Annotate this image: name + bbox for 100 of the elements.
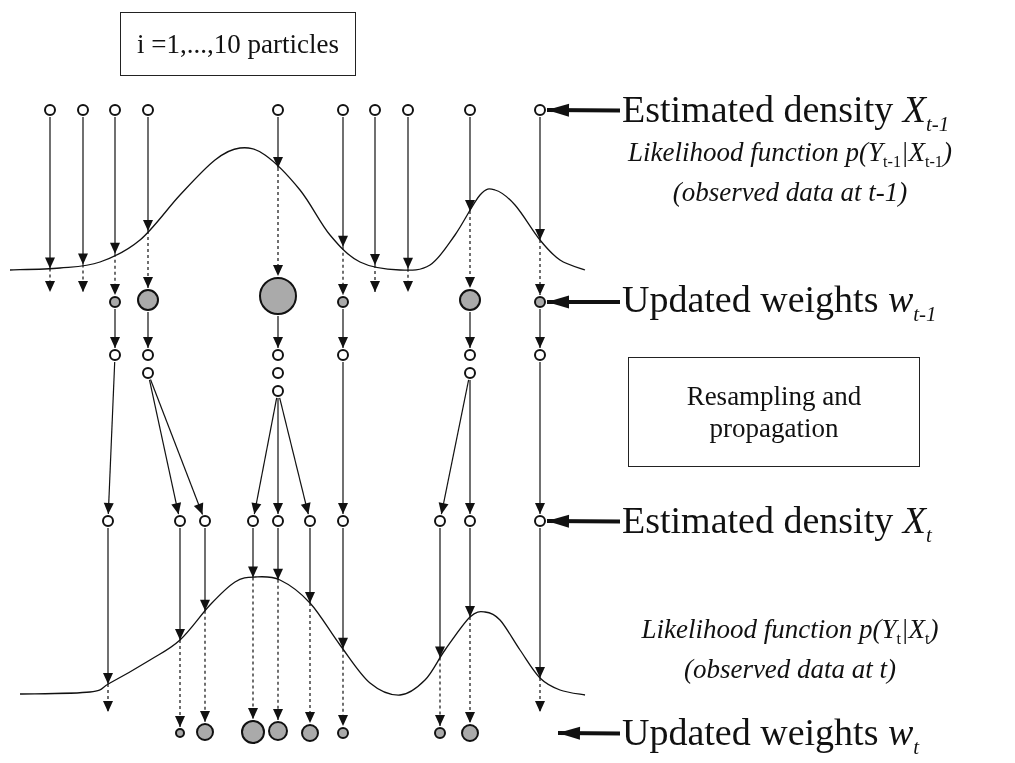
particle-circle xyxy=(534,515,546,527)
weighted-particle xyxy=(259,277,297,315)
particle-circle xyxy=(337,104,349,116)
particle-circle xyxy=(464,367,476,379)
weighted-particle xyxy=(175,728,185,738)
arrow xyxy=(78,116,88,266)
arrow xyxy=(557,726,621,740)
arrow xyxy=(110,253,120,296)
likelihood-curve xyxy=(19,576,586,696)
particle-circle xyxy=(272,515,284,527)
arrow xyxy=(45,116,55,269)
arrow xyxy=(546,514,620,528)
arrow xyxy=(110,308,120,349)
arrow xyxy=(143,116,153,232)
row-label: Estimated density X$_{t}$ xyxy=(622,498,932,548)
particle-circle xyxy=(272,104,284,116)
particle-circle xyxy=(464,515,476,527)
particle-circle xyxy=(272,349,284,361)
arrow xyxy=(248,576,258,720)
observation-note: (observed data at t) xyxy=(683,653,897,686)
arrow xyxy=(103,527,113,685)
particle-circle xyxy=(402,104,414,116)
weighted-particle xyxy=(534,296,546,308)
particle-circle xyxy=(434,515,446,527)
arrow xyxy=(175,639,185,728)
arrow xyxy=(403,116,413,270)
particle-circle xyxy=(337,349,349,361)
arrow xyxy=(465,311,475,349)
arrow xyxy=(248,527,258,579)
likelihood-curve xyxy=(9,147,586,271)
arrow xyxy=(535,527,545,679)
arrow xyxy=(338,308,348,349)
likelihood-label: Likelihood function p(Y$_{t}$|X$_{t}$) xyxy=(641,613,939,650)
arrow xyxy=(370,264,380,293)
particle-circle xyxy=(464,104,476,116)
arrow xyxy=(273,116,283,169)
weighted-particle xyxy=(109,296,121,308)
arrow xyxy=(465,527,475,618)
arrow xyxy=(143,230,153,289)
particle-circle xyxy=(304,515,316,527)
arrow xyxy=(338,116,348,248)
arrow xyxy=(535,116,545,241)
arrow xyxy=(338,246,348,296)
arrow xyxy=(403,268,413,293)
arrow xyxy=(45,267,55,293)
particle-circle xyxy=(199,515,211,527)
arrow xyxy=(273,527,283,581)
observation-note: (observed data at t-1) xyxy=(672,176,908,209)
arrow xyxy=(143,311,153,349)
particle-circle xyxy=(109,104,121,116)
arrow xyxy=(103,683,113,713)
weighted-particle xyxy=(337,727,349,739)
arrow xyxy=(273,397,283,515)
arrow xyxy=(435,527,445,659)
particle-circle xyxy=(102,515,114,527)
arrow xyxy=(547,295,620,309)
particle-circle xyxy=(142,104,154,116)
particle-circle xyxy=(534,104,546,116)
arrow xyxy=(175,527,185,641)
weighted-particle xyxy=(137,289,159,311)
arrow xyxy=(465,116,475,212)
arrow xyxy=(535,239,545,296)
arrow xyxy=(535,308,545,349)
arrow xyxy=(148,379,182,515)
row-label: Updated weights w$_{t-1}$ xyxy=(622,277,937,327)
particle-circle xyxy=(534,349,546,361)
weighted-particle xyxy=(459,289,481,311)
arrow xyxy=(251,397,278,515)
particle-circle xyxy=(44,104,56,116)
arrow xyxy=(338,361,348,515)
arrow xyxy=(305,527,315,604)
arrow xyxy=(200,610,210,723)
arrow xyxy=(273,579,283,721)
arrow xyxy=(465,210,475,289)
particle-circle xyxy=(272,367,284,379)
text-box: i =1,...,10 particles xyxy=(120,12,356,76)
arrow xyxy=(465,379,475,515)
weighted-particle xyxy=(461,724,479,742)
text-box: Resampling and propagation xyxy=(628,357,920,467)
arrow xyxy=(535,361,545,515)
arrow xyxy=(305,602,315,724)
arrow xyxy=(200,527,210,612)
weighted-particle xyxy=(434,727,446,739)
arrow xyxy=(370,116,380,266)
particle-circle xyxy=(174,515,186,527)
arrow xyxy=(435,656,445,727)
row-label: Updated weights w$_{t}$ xyxy=(622,710,920,760)
weighted-particle xyxy=(196,723,214,741)
particle-circle xyxy=(272,385,284,397)
arrow xyxy=(547,103,620,117)
weighted-particle xyxy=(337,296,349,308)
particle-circle xyxy=(464,349,476,361)
arrow xyxy=(273,167,283,277)
particle-circle xyxy=(142,367,154,379)
row-label: Estimated density X$_{t-1}$ xyxy=(622,87,950,137)
arrow xyxy=(78,263,88,293)
arrow xyxy=(465,616,475,724)
particle-circle xyxy=(109,349,121,361)
weighted-particle xyxy=(268,721,288,741)
arrow xyxy=(273,315,283,349)
